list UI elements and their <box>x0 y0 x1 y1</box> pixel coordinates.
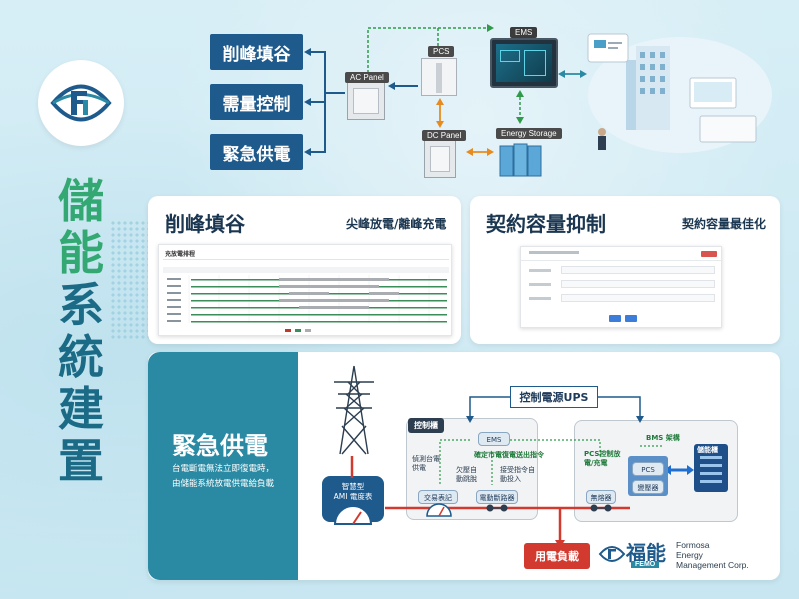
panel-peak-subtitle: 尖峰放電/離峰充電 <box>346 217 447 231</box>
title-char: 能 <box>58 226 104 280</box>
brand-badge: FEMO <box>631 561 660 568</box>
undervoltage-note: 欠壓自動跳脫 <box>456 466 477 483</box>
ac-panel-icon <box>347 82 385 120</box>
pcs-label: PCS <box>428 46 455 57</box>
ac-panel-label: AC Panel <box>345 72 389 83</box>
title-char: 系 <box>58 278 104 332</box>
contract-field-2[interactable] <box>561 280 715 288</box>
contract-settings-screenshot <box>520 246 723 328</box>
emergency-desc-line2: 由儲能系統放電供電給負載 <box>172 479 275 489</box>
ems-chip: EMS <box>478 432 510 446</box>
save-button[interactable] <box>609 315 621 322</box>
switch-icon <box>590 504 612 512</box>
femo-small-logo-icon <box>598 546 626 562</box>
bms-note: BMS 架構 <box>646 434 680 442</box>
emergency-description: 台電斷電無法立即復電時， 由儲能系統放電供電給負載 <box>172 462 292 492</box>
top-diagram-connectors <box>304 24 587 156</box>
smart-building-illustration <box>587 33 772 153</box>
dc-panel-label: DC Panel <box>422 130 467 141</box>
breaker-chip: 電動斷路器 <box>476 490 518 504</box>
breaker-icon <box>486 504 508 512</box>
ami-line1: 智慧型 <box>341 482 365 491</box>
electric-load-box: 用電負載 <box>524 543 590 569</box>
storage-cabinet <box>694 444 728 492</box>
brand-en-line3: Management Corp. <box>676 560 749 570</box>
transformer-chip: 變壓器 <box>632 480 664 494</box>
panel-contract-subtitle: 契約容量最佳化 <box>682 217 767 231</box>
ems-monitor-icon <box>490 38 558 88</box>
storage-cabinet-label: 儲能櫃 <box>697 446 718 454</box>
ups-box: 控制電源UPS <box>510 386 598 408</box>
emergency-title: 緊急供電 <box>172 432 268 460</box>
emergency-sidebar <box>148 352 298 580</box>
control-cabinet-label: 控制櫃 <box>408 418 444 433</box>
dc-panel-icon <box>424 140 456 178</box>
ems-label: EMS <box>510 27 538 38</box>
ami-meter: 智慧型 AMI 電度表 <box>322 476 384 522</box>
schedule-screenshot-title: 充放電排程 <box>165 251 196 258</box>
femo-logo-icon <box>50 84 112 122</box>
title-char: 統 <box>58 330 104 384</box>
transmission-tower-icon <box>334 365 374 455</box>
femo-logo <box>38 60 124 146</box>
cancel-button[interactable] <box>625 315 637 322</box>
close-button-icon <box>701 251 717 257</box>
energy-storage-label: Energy Storage <box>496 128 562 139</box>
emergency-desc-line1: 台電斷電無法立即復電時， <box>172 464 275 474</box>
schedule-screenshot: 充放電排程 <box>158 244 452 336</box>
schedule-gantt <box>163 259 449 332</box>
panel-peak-title: 削峰填谷 <box>165 212 245 236</box>
contract-field-1[interactable] <box>561 266 715 274</box>
ami-line2: AMI 電度表 <box>333 492 373 501</box>
title-char: 置 <box>58 434 104 488</box>
title-char: 儲 <box>58 174 104 228</box>
energy-storage-icon <box>498 138 544 178</box>
brand-en-line1: Formosa <box>676 540 710 550</box>
contract-field-3[interactable] <box>561 294 715 302</box>
pcs-cabinet-icon <box>421 58 457 96</box>
switch-chip: 無熔器 <box>586 490 616 504</box>
label-demand-control: 需量控制 <box>210 84 303 120</box>
brand-name-en: Formosa Energy Management Corp. <box>676 540 749 570</box>
brand-en-line2: Energy <box>676 550 703 560</box>
meter-gauge-icon <box>426 503 452 517</box>
detect-note: 偵測台電供電 <box>412 455 440 472</box>
close-note: 接受指令自動投入 <box>500 466 535 483</box>
vertical-title: 儲 能 系 統 建 置 <box>46 175 116 487</box>
title-char: 建 <box>58 382 104 436</box>
pcs-control-note: PCS控制放電/充電 <box>584 450 621 467</box>
ami-gauge-icon <box>333 505 373 525</box>
pcs-chip: PCS <box>632 462 664 476</box>
label-peak-shaving: 削峰填谷 <box>210 34 303 70</box>
label-emergency-supply: 緊急供電 <box>210 134 303 170</box>
ems-note: 確定市電復電送出指令 <box>474 451 544 459</box>
panel-contract-title: 契約容量抑制 <box>486 212 606 236</box>
